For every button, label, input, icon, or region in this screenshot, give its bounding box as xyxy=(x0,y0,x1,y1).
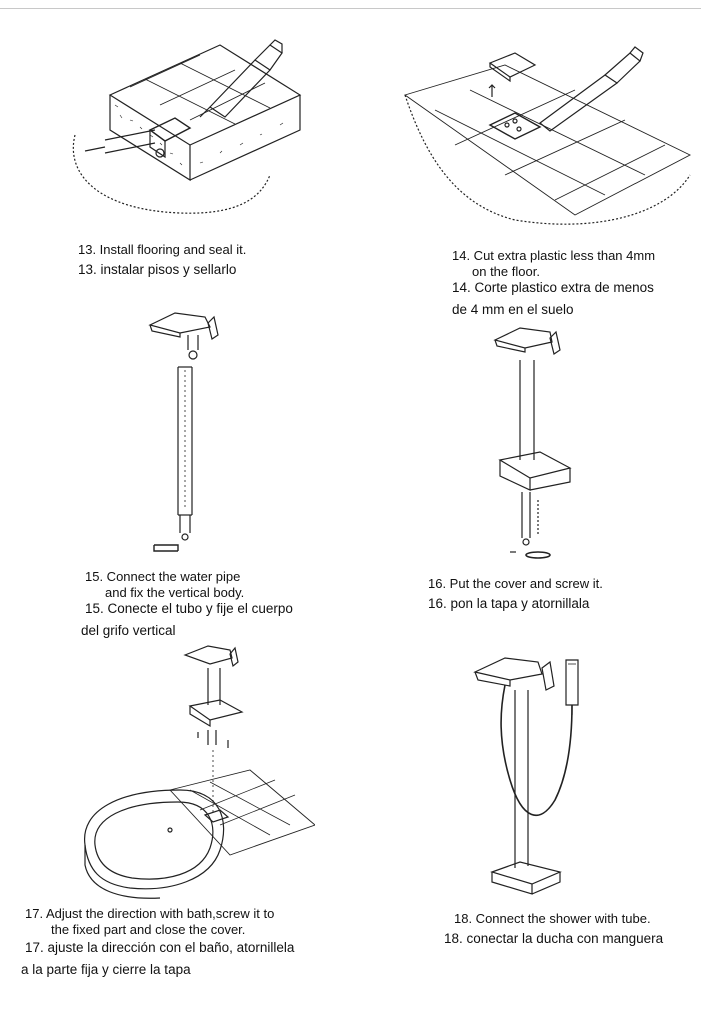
caption-step-16: 16. Put the cover and screw it. 16. pon … xyxy=(428,576,603,612)
step-16-en: 16. Put the cover and screw it. xyxy=(428,576,603,591)
caption-step-17: 17. Adjust the direction with bath,screw… xyxy=(21,906,295,978)
step-17-en-line1: 17. Adjust the direction with bath,screw… xyxy=(25,906,275,921)
step-17-es-line2: a la parte fija y cierre la tapa xyxy=(21,962,191,977)
step-17-es-line1: 17. ajuste la dirección con el baño, ato… xyxy=(25,940,295,955)
step-14-es-line1: 14. Corte plastico extra de menos xyxy=(452,280,654,295)
caption-step-15: 15. Connect the water pipe and fix the v… xyxy=(81,569,293,639)
step-15-en-line2: and fix the vertical body. xyxy=(105,585,245,600)
figure-16-put-cover xyxy=(480,320,600,570)
step-17-en-line2: the fixed part and close the cover. xyxy=(51,922,246,937)
caption-step-14: 14. Cut extra plastic less than 4mm on t… xyxy=(452,248,655,318)
caption-step-13: 13. Install flooring and seal it. 13. in… xyxy=(78,242,246,278)
figure-14-cut-plastic xyxy=(395,35,695,235)
step-15-es-line1: 15. Conecte el tubo y fije el cuerpo xyxy=(85,601,293,616)
step-15-es-line2: del grifo vertical xyxy=(81,623,176,638)
step-14-en-line2: on the floor. xyxy=(472,264,540,279)
step-16-es: 16. pon la tapa y atornillala xyxy=(428,596,590,611)
caption-step-18: 18. Connect the shower with tube. 18. co… xyxy=(444,911,663,947)
step-18-en: 18. Connect the shower with tube. xyxy=(454,911,651,926)
top-rule xyxy=(0,8,701,9)
step-15-en-line1: 15. Connect the water pipe xyxy=(85,569,241,584)
figure-17-adjust-bath xyxy=(80,640,315,900)
figure-18-connect-shower xyxy=(470,650,600,900)
step-18-es: 18. conectar la ducha con manguera xyxy=(444,931,664,946)
step-13-es: 13. instalar pisos y sellarlo xyxy=(78,262,237,277)
figure-13-install-flooring xyxy=(60,35,310,220)
step-14-es-line2: de 4 mm en el suelo xyxy=(452,302,574,317)
step-14-en-line1: 14. Cut extra plastic less than 4mm xyxy=(452,248,656,263)
figure-15-connect-pipe xyxy=(140,305,260,565)
step-13-en: 13. Install flooring and seal it. xyxy=(78,242,247,257)
